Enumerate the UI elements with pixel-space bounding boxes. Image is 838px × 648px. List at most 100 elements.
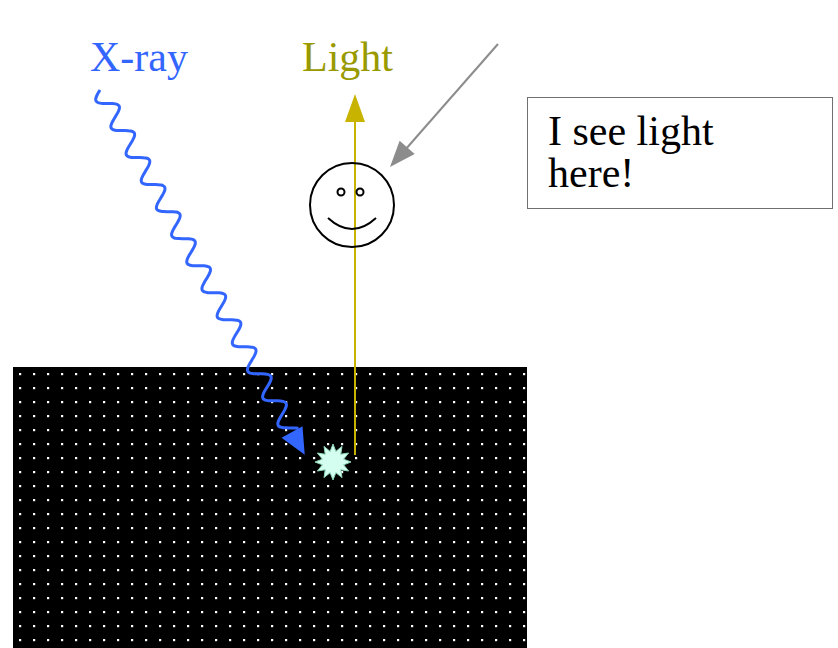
crystal-dot (131, 597, 133, 599)
crystal-dot (509, 387, 511, 389)
crystal-dot (481, 611, 483, 613)
crystal-dot (61, 513, 63, 515)
crystal-dot (257, 471, 259, 473)
crystal-dot (103, 443, 105, 445)
crystal-dot (425, 597, 427, 599)
crystal-dot (229, 513, 231, 515)
crystal-dot (355, 583, 357, 585)
crystal-dot (481, 373, 483, 375)
crystal-dot (439, 555, 441, 557)
crystal-dot (495, 401, 497, 403)
crystal-dot (33, 625, 35, 627)
crystal-dot (33, 541, 35, 543)
crystal-dot (201, 401, 203, 403)
crystal-dot (33, 555, 35, 557)
crystal-dot (159, 443, 161, 445)
crystal-dot (19, 373, 21, 375)
crystal-dot (285, 415, 287, 417)
crystal-dot (467, 639, 469, 641)
crystal-dot (229, 387, 231, 389)
crystal-dot (89, 415, 91, 417)
crystal-dot (47, 583, 49, 585)
crystal-dot (313, 485, 315, 487)
crystal-dot (467, 527, 469, 529)
crystal-dot (411, 429, 413, 431)
crystal-dot (19, 527, 21, 529)
crystal-dot (341, 625, 343, 627)
crystal-dot (215, 555, 217, 557)
crystal-dot (453, 429, 455, 431)
crystal-dot (383, 485, 385, 487)
crystal-dot (299, 639, 301, 641)
crystal-dot (187, 583, 189, 585)
crystal-dot (145, 583, 147, 585)
crystal-dot (523, 485, 525, 487)
crystal-dot (61, 499, 63, 501)
crystal-dot (131, 611, 133, 613)
crystal-dot (257, 569, 259, 571)
crystal-dot (33, 471, 35, 473)
crystal-dot (117, 401, 119, 403)
crystal-dot (19, 611, 21, 613)
crystal-dot (299, 527, 301, 529)
crystal-dot (215, 513, 217, 515)
crystal-dot (523, 597, 525, 599)
crystal-dot (341, 555, 343, 557)
crystal-dot (425, 485, 427, 487)
crystal-dot (285, 569, 287, 571)
crystal-dot (509, 625, 511, 627)
crystal-dot (425, 555, 427, 557)
crystal-dot (467, 513, 469, 515)
crystal-dot (369, 639, 371, 641)
crystal-dot (187, 387, 189, 389)
crystal-dot (299, 373, 301, 375)
crystal-dot (89, 457, 91, 459)
crystal-dot (257, 527, 259, 529)
crystal-dot (271, 597, 273, 599)
crystal-dot (355, 611, 357, 613)
crystal-dot (425, 471, 427, 473)
crystal-dot (145, 541, 147, 543)
crystal-dot (313, 415, 315, 417)
callout-text: I see light here! (548, 110, 780, 194)
crystal-dot (47, 443, 49, 445)
crystal-dot (439, 457, 441, 459)
crystal-dot (257, 415, 259, 417)
crystal-dot (201, 597, 203, 599)
crystal-dot (327, 555, 329, 557)
crystal-dot (215, 373, 217, 375)
crystal-dot (285, 527, 287, 529)
crystal-dot (369, 401, 371, 403)
crystal-dot (509, 583, 511, 585)
crystal-dot (89, 443, 91, 445)
crystal-dot (159, 415, 161, 417)
crystal-dot (299, 597, 301, 599)
crystal-dot (117, 583, 119, 585)
crystal-dot (159, 387, 161, 389)
crystal-dot (523, 373, 525, 375)
crystal-dot (425, 429, 427, 431)
crystal-dot (355, 527, 357, 529)
face-outline (310, 163, 394, 247)
crystal-dot (411, 485, 413, 487)
crystal-dot (383, 597, 385, 599)
crystal-dot (397, 485, 399, 487)
crystal-dot (467, 443, 469, 445)
crystal-dot (173, 639, 175, 641)
crystal-dot (187, 415, 189, 417)
crystal-dot (453, 583, 455, 585)
crystal-dot (411, 555, 413, 557)
crystal-dot (299, 457, 301, 459)
crystal-dot (19, 443, 21, 445)
crystal-dot (411, 527, 413, 529)
crystal-dot (173, 471, 175, 473)
crystal-dot (215, 415, 217, 417)
crystal-dot (523, 611, 525, 613)
crystal-dot (117, 373, 119, 375)
crystal-dot (173, 583, 175, 585)
crystal-dot (453, 527, 455, 529)
crystal-dot (425, 611, 427, 613)
crystal-dot (257, 443, 259, 445)
crystal-dot (47, 457, 49, 459)
crystal-dot (61, 541, 63, 543)
